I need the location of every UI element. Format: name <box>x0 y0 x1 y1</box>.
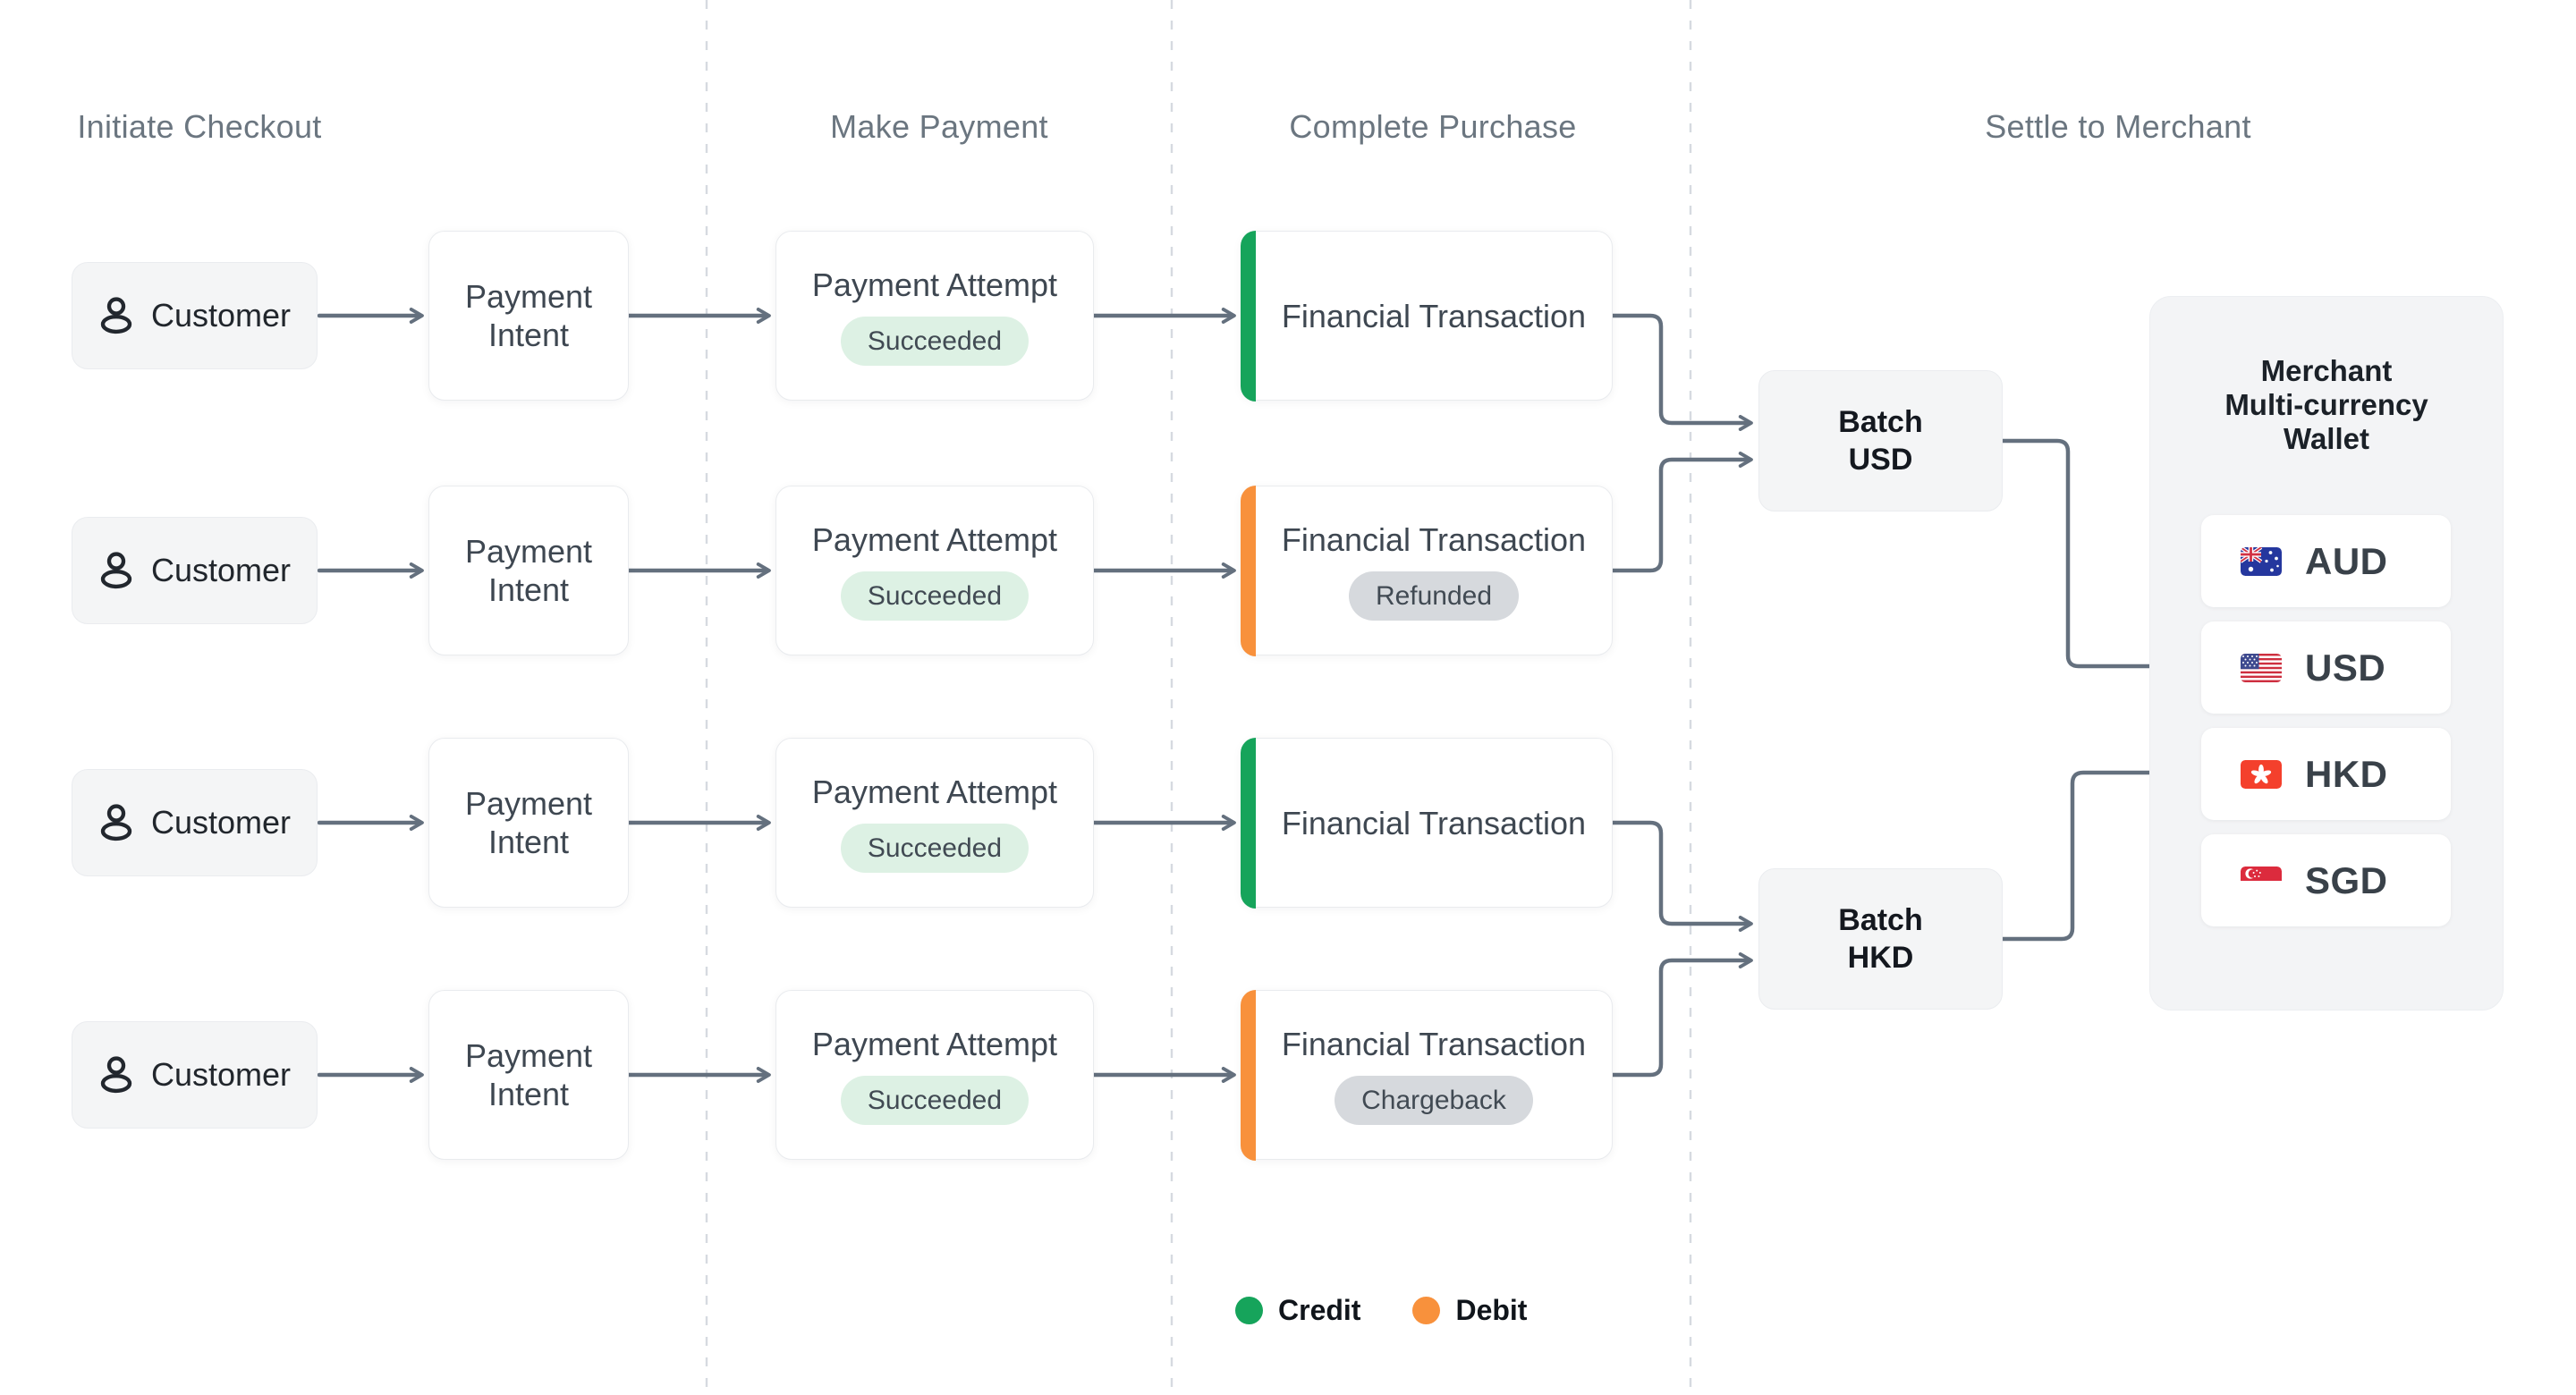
legend-debit-label: Debit <box>1455 1294 1528 1326</box>
customer-node: Customer <box>72 1021 318 1129</box>
connector-transaction1-batch-usd <box>1610 313 1753 431</box>
currency-code: HKD <box>2305 752 2388 795</box>
wallet-title-line2: Multi-currency <box>2224 388 2428 421</box>
legend-debit-dot <box>1412 1297 1441 1324</box>
legend-credit-dot <box>1235 1297 1263 1324</box>
payment-attempt-node: Payment Attempt Succeeded <box>775 990 1094 1160</box>
status-badge-chargeback: Chargeback <box>1335 1076 1533 1125</box>
wallet-title-line1: Merchant <box>2260 354 2393 387</box>
column-header-complete-purchase: Complete Purchase <box>1289 108 1577 145</box>
connector-transaction2-batch-usd <box>1610 452 1753 573</box>
batch-label-line1: Batch <box>1838 405 1923 439</box>
customer-node: Customer <box>72 517 318 624</box>
currency-item-usd: USD <box>2201 621 2451 714</box>
legend-credit-label: Credit <box>1278 1294 1361 1326</box>
financial-transaction-label: Financial Transaction <box>1281 521 1587 558</box>
currency-item-sgd: SGD <box>2201 834 2451 926</box>
batch-label-line2: USD <box>1848 443 1913 477</box>
debit-bar <box>1240 485 1256 656</box>
payment-attempt-node: Payment Attempt Succeeded <box>775 231 1094 401</box>
payment-intent-node: Payment Intent <box>428 486 629 655</box>
customer-node: Customer <box>72 262 318 369</box>
financial-transaction-node: Financial Transaction Chargeback <box>1240 989 1613 1161</box>
payment-intent-label: Payment Intent <box>464 278 593 353</box>
legend-item-debit: Debit <box>1412 1294 1527 1327</box>
legend-item-credit: Credit <box>1235 1294 1360 1327</box>
column-header-initiate-checkout: Initiate Checkout <box>77 108 322 145</box>
payment-attempt-label: Payment Attempt <box>811 774 1058 810</box>
status-badge-succeeded: Succeeded <box>840 824 1030 873</box>
financial-transaction-label: Financial Transaction <box>1281 804 1587 841</box>
connector-transaction4-batch-hkd <box>1610 952 1753 1078</box>
financial-transaction-node: Financial Transaction <box>1240 230 1613 402</box>
credit-bar <box>1240 737 1256 909</box>
payment-attempt-node: Payment Attempt Succeeded <box>775 738 1094 908</box>
column-dividers <box>705 0 1692 1395</box>
batch-label-line2: HKD <box>1847 941 1914 975</box>
currency-code: AUD <box>2305 539 2388 582</box>
flag-usd-icon <box>2241 653 2282 682</box>
payment-intent-label: Payment Intent <box>464 533 593 608</box>
currency-code: USD <box>2305 646 2386 689</box>
customer-label: Customer <box>150 1056 292 1093</box>
person-icon <box>100 1056 132 1094</box>
currency-item-hkd: HKD <box>2201 728 2451 820</box>
column-header-settle-to-merchant: Settle to Merchant <box>1985 108 2251 145</box>
currency-item-aud: AUD <box>2201 515 2451 607</box>
payment-attempt-label: Payment Attempt <box>811 266 1058 303</box>
batch-label-line1: Batch <box>1838 903 1923 937</box>
customer-label: Customer <box>150 552 292 588</box>
payment-attempt-label: Payment Attempt <box>811 521 1058 558</box>
payment-attempt-node: Payment Attempt Succeeded <box>775 486 1094 655</box>
person-icon <box>100 297 132 334</box>
currency-code: SGD <box>2305 858 2388 901</box>
financial-transaction-node: Financial Transaction Refunded <box>1240 485 1613 656</box>
status-badge-refunded: Refunded <box>1348 571 1520 621</box>
connector-transaction3-batch-hkd <box>1610 820 1753 932</box>
flag-sgd-icon <box>2241 866 2282 895</box>
wallet-title: Merchant Multi-currency Wallet <box>2150 354 2503 456</box>
financial-transaction-node: Financial Transaction <box>1240 737 1613 909</box>
column-header-make-payment: Make Payment <box>830 108 1048 145</box>
payment-intent-label: Payment Intent <box>464 785 593 860</box>
legend: Credit Debit <box>1235 1294 1527 1327</box>
customer-label: Customer <box>150 804 292 841</box>
flag-hkd-icon <box>2241 759 2282 789</box>
financial-transaction-label: Financial Transaction <box>1281 297 1587 334</box>
payment-intent-node: Payment Intent <box>428 990 629 1160</box>
person-icon <box>100 552 132 589</box>
batch-hkd-node: Batch HKD <box>1758 868 2003 1010</box>
status-badge-succeeded: Succeeded <box>840 1076 1030 1125</box>
merchant-wallet-panel: Merchant Multi-currency Wallet <box>2149 296 2504 1010</box>
customer-label: Customer <box>150 297 292 334</box>
status-badge-succeeded: Succeeded <box>840 317 1030 366</box>
payment-intent-node: Payment Intent <box>428 738 629 908</box>
financial-transaction-label: Financial Transaction <box>1281 1026 1587 1062</box>
person-icon <box>100 804 132 841</box>
payment-intent-label: Payment Intent <box>464 1037 593 1112</box>
payment-intent-node: Payment Intent <box>428 231 629 401</box>
customer-node: Customer <box>72 769 318 876</box>
wallet-title-line3: Wallet <box>2284 422 2369 455</box>
status-badge-succeeded: Succeeded <box>840 571 1030 621</box>
debit-bar <box>1240 989 1256 1161</box>
payment-attempt-label: Payment Attempt <box>811 1026 1058 1062</box>
credit-bar <box>1240 230 1256 402</box>
batch-usd-node: Batch USD <box>1758 370 2003 512</box>
flag-aud-icon <box>2241 546 2282 576</box>
